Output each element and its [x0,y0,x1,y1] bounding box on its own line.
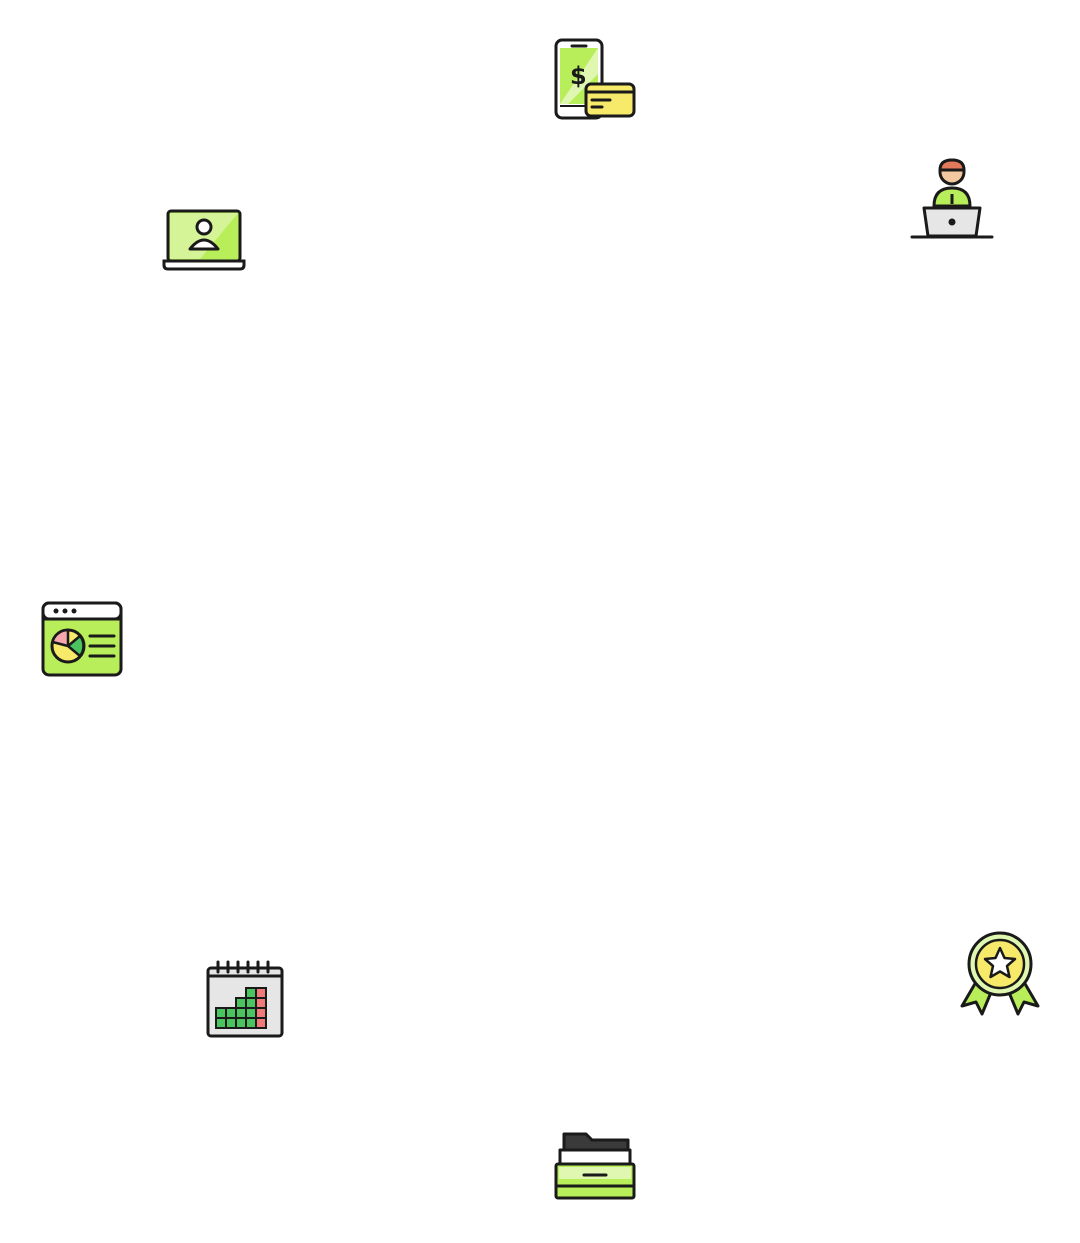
award-badge-icon [960,931,1040,1016]
user-laptop-icon [162,209,246,271]
mobile-payment-icon: $ [554,38,636,120]
archive-drawer-icon [554,1132,636,1200]
analytics-dashboard-icon [41,601,123,677]
calendar-chart-icon [206,960,284,1038]
remote-worker-icon [910,158,994,239]
svg-text:$: $ [570,62,587,90]
